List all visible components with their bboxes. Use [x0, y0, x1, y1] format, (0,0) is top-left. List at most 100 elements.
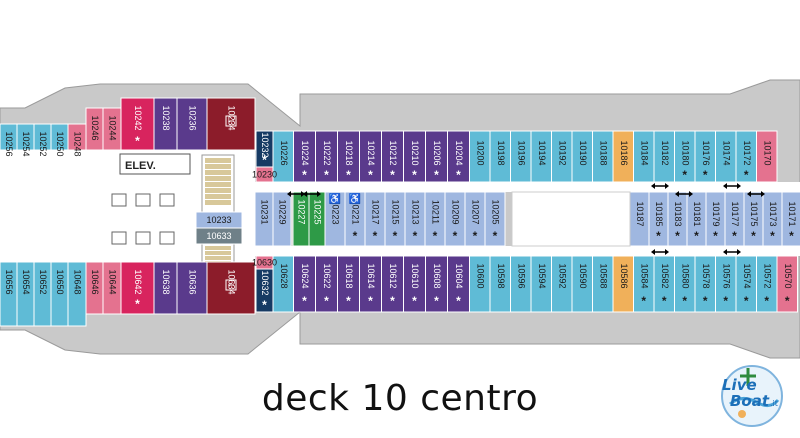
cabin-number: 10612 [388, 263, 398, 288]
cabin-number: 10182 [660, 140, 670, 165]
guarantee-star: * [456, 294, 461, 308]
guarantee-star: * [703, 294, 708, 308]
cabin-10183: 10183* [667, 191, 688, 247]
cabin-number: 10630 [252, 258, 277, 268]
guarantee-star: * [373, 229, 378, 243]
cabin-number: 10648 [73, 269, 83, 294]
cabin-number: 10576 [721, 263, 731, 288]
cabin-number: 10175 [749, 201, 759, 226]
cabin-10229: 10229 [272, 191, 292, 247]
guarantee-star: * [682, 294, 687, 308]
guarantee-star: * [785, 294, 790, 308]
cabin-10576: 10576* [715, 255, 737, 313]
cabin-number: 10622 [322, 263, 332, 288]
cabin-number: 10580 [680, 263, 690, 288]
cabin-10600: 10600 [469, 255, 491, 313]
cabin-number: 10204 [454, 140, 464, 165]
cabin-10205: 10205* [484, 191, 506, 247]
guarantee-star: * [135, 134, 140, 148]
cabin-10222: 10222* [315, 130, 338, 183]
cabin-10650: 10650 [50, 261, 69, 327]
cabin-10638: 10638 [153, 261, 178, 315]
cabin-number: 10184 [639, 140, 649, 165]
connecting-door-arrow [723, 183, 741, 189]
cabin-10598: 10598 [489, 255, 511, 313]
guarantee-star: * [641, 294, 646, 308]
cabin-10580: 10580 * [674, 255, 696, 313]
cabin-number: 10186 [619, 140, 629, 165]
cabin-10175: 10175* [743, 191, 764, 247]
guarantee-star: * [346, 294, 351, 308]
stair-step [205, 188, 231, 193]
guarantee-star: * [262, 298, 267, 312]
guarantee-star: * [390, 168, 395, 182]
cabin-number: 10174 [721, 140, 731, 165]
cabin-10180: 10180 * [674, 130, 696, 183]
cabin-number: 10246 [90, 115, 100, 140]
cabin-10184: 10184 [633, 130, 655, 183]
cabin-number: 10210 [410, 140, 420, 165]
cabin-10234: 10234 [206, 97, 256, 151]
cabin-10233: 10233 [195, 211, 243, 229]
guarantee-star: * [324, 294, 329, 308]
cabin-10188: 10188 [592, 130, 614, 183]
cabin-10244: 10244 [102, 107, 122, 151]
cabin-10174: 10174 [715, 130, 737, 183]
cabin-10230: 10230 [252, 166, 277, 183]
cabin-fill [206, 261, 256, 315]
cabin-number: 10590 [578, 263, 588, 288]
cabin-number: 10180 [680, 140, 690, 165]
accessible-icon: ♿ [329, 192, 341, 205]
cabin-number: 10183 [673, 201, 683, 226]
guarantee-star: * [473, 229, 478, 243]
cabin-10584: 10584* [633, 255, 655, 313]
cabin-number: 10179 [711, 201, 721, 226]
guarantee-star: * [434, 168, 439, 182]
cabin-10210: 10210* [403, 130, 426, 183]
cabin-number: 10618 [344, 263, 354, 288]
cabin-number: 10176 [701, 140, 711, 165]
connecting-door-arrow [651, 249, 669, 255]
cabin-number: 10225 [313, 199, 323, 224]
cabin-number: 10173 [768, 201, 778, 226]
guarantee-star: * [682, 168, 687, 182]
cabin-fill [756, 130, 778, 183]
stair-step [205, 200, 231, 205]
cabin-number: 10227 [297, 199, 307, 224]
connecting-door-arrows [287, 183, 765, 255]
cabin-number: 10224 [300, 140, 310, 165]
logo-word-boat: Boat [730, 392, 770, 410]
cabin-10187: 10187 [629, 191, 650, 247]
cabin-10172: 10172* [735, 130, 757, 183]
cabin-fill [206, 97, 256, 151]
logo-suffix: .it [770, 399, 778, 408]
cabin-10248: 10248 [67, 123, 87, 157]
cabin-number: 10624 [300, 263, 310, 288]
cabin-number: 10200 [475, 140, 485, 165]
guarantee-star: * [433, 229, 438, 243]
cabin-10614: 10614* [359, 255, 382, 313]
cabin-fill [120, 97, 155, 151]
cabin-10246: 10246 [85, 107, 104, 151]
guarantee-star: * [368, 294, 373, 308]
cabin-number: 10238 [161, 105, 171, 130]
cabin-10633: 10633 [195, 227, 243, 245]
guarantee-star: * [694, 229, 699, 243]
cabin-number: 10223 [331, 199, 341, 224]
cabin-10570: 10570* [776, 255, 798, 313]
guarantee-star: * [413, 229, 418, 243]
cabin-number: 10222 [322, 140, 332, 165]
cabin-number: 10206 [432, 140, 442, 165]
connecting-door-arrow [303, 191, 321, 197]
stair-step [205, 182, 231, 187]
cabin-10618: 10618 * [337, 255, 360, 313]
cabin-number: 10185 [654, 201, 664, 226]
guarantee-star: * [393, 229, 398, 243]
cabin-10223: 10223♿ [324, 191, 346, 247]
cabin-fill [484, 191, 506, 247]
cabin-number: 10214 [366, 140, 376, 165]
cabin-10173: 10173* [762, 191, 783, 247]
cabin-number: 10634 [227, 269, 237, 294]
cabin-10644: 10644 [102, 261, 122, 315]
